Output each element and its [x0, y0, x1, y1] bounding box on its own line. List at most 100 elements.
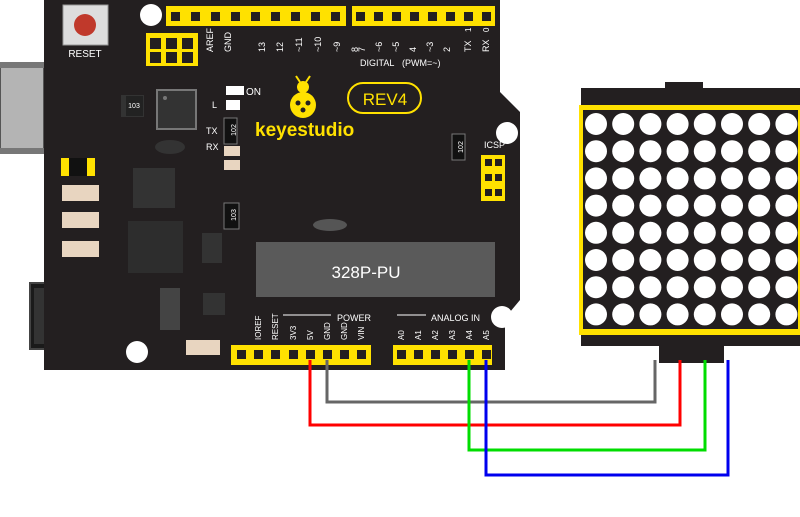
digital-header-right — [352, 6, 495, 26]
analog-pin-label: A0 — [397, 330, 406, 340]
digital-pin-label: TX — [463, 40, 473, 52]
led-pad — [155, 140, 185, 154]
matrix-led — [721, 167, 743, 190]
matrix-led — [585, 140, 607, 163]
matrix-led — [612, 249, 635, 271]
top-pin-label: ~10 — [313, 37, 323, 52]
matrix-led — [721, 276, 743, 299]
matrix-led — [748, 303, 771, 326]
header-pin-hole — [340, 350, 349, 359]
matrix-led — [721, 140, 743, 163]
matrix-led — [612, 140, 635, 163]
matrix-led — [612, 303, 635, 326]
transistor — [203, 293, 225, 315]
power-pin-label: GND — [340, 322, 349, 340]
header-pin-hole — [231, 12, 240, 21]
matrix-led — [639, 113, 662, 135]
matrix-led — [775, 194, 798, 217]
power-pin-label: RESET — [271, 313, 280, 340]
digital-pin-number: 1 — [464, 27, 473, 32]
resistor — [223, 202, 240, 230]
matrix-led — [585, 276, 607, 299]
top-pin-label: ~9 — [332, 42, 342, 52]
matrix-led — [612, 221, 635, 244]
header-pin-hole — [482, 12, 491, 21]
header-pin-hole — [311, 12, 320, 21]
rx-led — [224, 160, 240, 170]
header-pin-hole — [465, 350, 474, 359]
matrix-led — [693, 167, 716, 190]
matrix-led — [693, 276, 716, 299]
mounting-hole — [491, 306, 513, 328]
resistor — [223, 117, 238, 145]
header-pin-hole — [171, 12, 180, 21]
header-pin-hole — [357, 350, 366, 359]
header-pin-hole — [356, 12, 365, 21]
transistor — [202, 233, 222, 263]
power-pin-label: VIN — [357, 326, 366, 340]
header-pin-hole — [254, 350, 263, 359]
header-pin-hole — [410, 12, 419, 21]
icsp-label: ICSP — [484, 140, 505, 150]
usb-connector — [0, 62, 48, 154]
mounting-hole — [496, 122, 518, 144]
matrix-led — [775, 221, 798, 244]
matrix-led — [585, 249, 607, 271]
matrix-led — [748, 113, 771, 135]
chip-label: 328P-PU — [332, 263, 401, 282]
header-pin-hole — [331, 12, 340, 21]
matrix-led — [693, 194, 716, 217]
digital-label: DIGITAL — [360, 58, 394, 68]
matrix-led — [693, 113, 716, 135]
header-pin-hole — [397, 350, 406, 359]
reset-label: RESET — [68, 49, 101, 60]
matrix-led — [666, 303, 689, 326]
top-pin-label: 8 — [350, 47, 360, 52]
analog-pin-label: A5 — [482, 330, 491, 340]
matrix-led — [585, 113, 607, 135]
matrix-led — [612, 167, 635, 190]
header-pin-hole — [448, 350, 457, 359]
digital-pin-label: ~6 — [374, 42, 384, 52]
header-pin-hole — [431, 350, 440, 359]
header-pin-hole — [191, 12, 200, 21]
matrix-led — [639, 140, 662, 163]
matrix-led — [666, 221, 689, 244]
matrix-led — [612, 194, 635, 217]
matrix-led — [693, 221, 716, 244]
header-pin-hole — [464, 12, 473, 21]
header-pin-hole — [211, 12, 220, 21]
header-pin-hole — [271, 350, 280, 359]
mounting-hole — [140, 4, 162, 26]
digital-pin-number: 0 — [482, 27, 491, 32]
matrix-led — [748, 276, 771, 299]
matrix-led — [639, 249, 662, 271]
top-pin-label: ~11 — [294, 37, 304, 52]
matrix-led — [721, 303, 743, 326]
top-pin-label: 13 — [257, 42, 267, 52]
matrix-led — [748, 140, 771, 163]
matrix-led — [748, 249, 771, 271]
header-pin-hole — [428, 12, 437, 21]
matrix-led — [585, 167, 607, 190]
regulator — [133, 168, 175, 208]
top-pin-label: AREF — [205, 27, 215, 52]
digital-pin-label: ~5 — [391, 42, 401, 52]
digital-pin-label: 7 — [357, 47, 367, 52]
matrix-led — [639, 303, 662, 326]
analog-pin-label: A2 — [431, 330, 440, 340]
rx-label: RX — [206, 142, 219, 152]
pwm-label: (PWM=~) — [402, 58, 441, 68]
header-pin-hole — [323, 350, 332, 359]
resistor-value: 102 — [231, 124, 238, 136]
capacitor — [62, 185, 99, 201]
digital-pin-label: ~3 — [425, 42, 435, 52]
matrix-led — [721, 113, 743, 135]
reset-button[interactable] — [62, 4, 109, 46]
power-pin-label: 5V — [306, 330, 315, 340]
atmega-chip — [256, 242, 495, 297]
on-label: ON — [246, 87, 261, 98]
power-header — [231, 345, 371, 365]
matrix-led — [639, 221, 662, 244]
resistor — [451, 133, 466, 161]
